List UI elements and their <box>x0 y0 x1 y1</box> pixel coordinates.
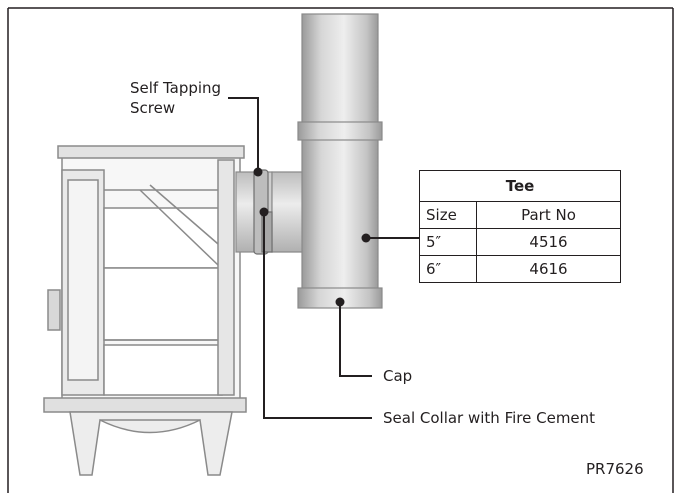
row-size: 6″ <box>419 255 477 283</box>
tee-parts-table: Tee Size Part No 5″ 4516 6″ 4616 <box>419 170 621 283</box>
reference-code: PR7626 <box>586 460 644 478</box>
page-border <box>7 7 674 493</box>
table-title-row: Tee <box>419 170 621 202</box>
row-part-no: 4616 <box>476 255 621 283</box>
tee-vertical-pipe <box>297 13 383 309</box>
stove-illustration <box>43 145 247 476</box>
row-part-no: 4516 <box>476 228 621 256</box>
self-tapping-screw-label: Self Tapping Screw <box>130 79 222 117</box>
row-size: 5″ <box>419 228 477 256</box>
header-size: Size <box>419 201 477 229</box>
leader-lines <box>228 97 419 419</box>
table-row: 6″ 4616 <box>419 255 621 283</box>
table-header-row: Size Part No <box>419 201 621 229</box>
header-part-no: Part No <box>476 201 621 229</box>
cap-label: Cap <box>383 367 413 385</box>
table-row: 5″ 4516 <box>419 228 621 256</box>
seal-collar-label: Seal Collar with Fire Cement <box>383 409 596 427</box>
table-title: Tee <box>419 170 621 202</box>
leader-dots <box>253 167 371 307</box>
